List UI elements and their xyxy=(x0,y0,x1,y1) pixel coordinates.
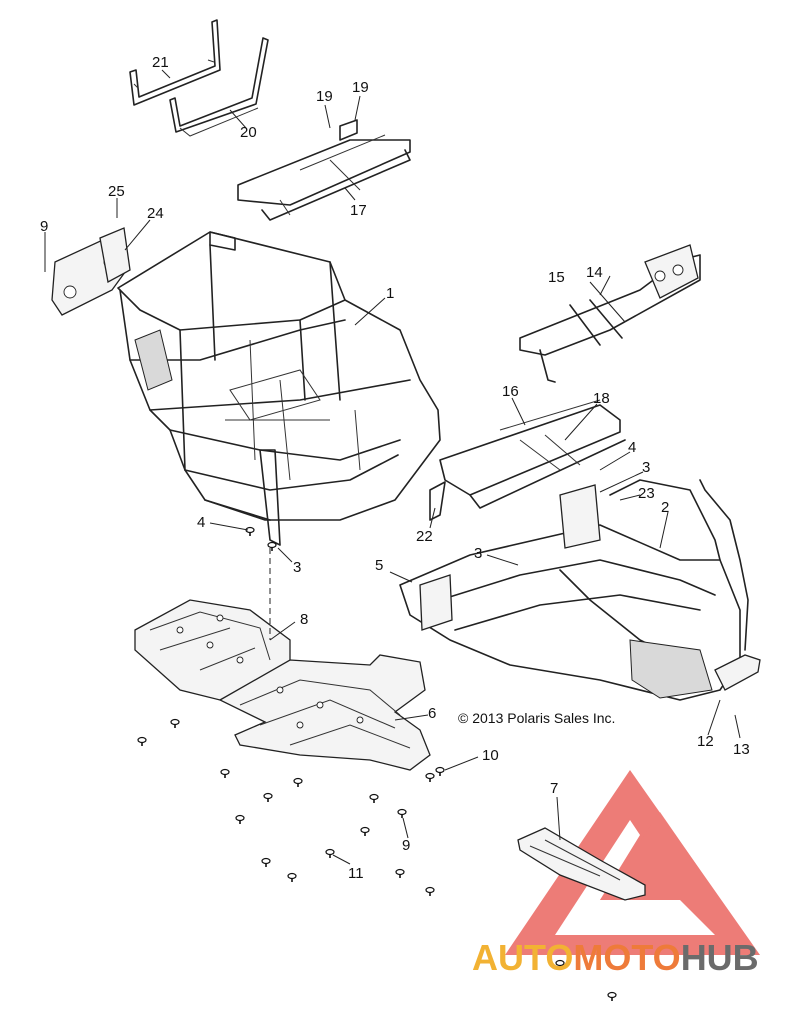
fastener-icon xyxy=(369,793,379,803)
fastener-icon xyxy=(395,868,405,878)
callout-19a: 17 xyxy=(350,202,367,219)
fastener-icon xyxy=(425,772,435,782)
part-7-skid xyxy=(517,827,646,901)
part-2-rear-subframe xyxy=(399,479,761,701)
callout-labels: 21 20 19 19 17 25 24 9 1 15 14 16 18 4 3… xyxy=(40,54,750,882)
callout-4a: 4 xyxy=(628,439,636,456)
callout-25: 25 xyxy=(108,183,125,200)
fastener-icon xyxy=(137,736,147,746)
callout-11: 11 xyxy=(348,865,364,882)
callout-3c: 3 xyxy=(474,545,482,562)
part-23-bracket xyxy=(129,19,221,106)
callout-12: 12 xyxy=(697,733,714,750)
callout-16: 16 xyxy=(502,383,519,400)
callout-15: 15 xyxy=(548,269,565,286)
fastener-icon xyxy=(245,526,255,536)
callout-8: 8 xyxy=(300,611,308,628)
callout-20: 19 xyxy=(352,79,369,96)
callout-19b: 18 xyxy=(593,390,610,407)
svg-text:AUTOMOTOHUB: AUTOMOTOHUB xyxy=(472,937,759,978)
fastener-icon xyxy=(607,991,617,1001)
callout-13: 13 xyxy=(733,741,750,758)
fastener-icon xyxy=(220,768,230,778)
part-22-bracket xyxy=(169,37,269,137)
fastener-icon xyxy=(325,848,335,858)
part-16-seat-frame xyxy=(429,399,626,521)
callout-3b: 3 xyxy=(293,559,301,576)
callout-23: 21 xyxy=(152,54,169,71)
callout-9a: 9 xyxy=(40,218,48,235)
callout-3a: 3 xyxy=(642,459,650,476)
callout-10: 10 xyxy=(482,747,499,764)
callout-14: 14 xyxy=(586,264,603,281)
fastener-icon xyxy=(425,886,435,896)
fastener-icon xyxy=(287,872,297,882)
watermark-auto: AUTO xyxy=(472,937,573,978)
fastener-icon xyxy=(261,857,271,867)
watermark-wordmark: AUTOMOTOHUB xyxy=(472,937,759,978)
copyright-text: © 2013 Polaris Sales Inc. xyxy=(458,710,615,726)
fastener-icon xyxy=(555,959,565,969)
callout-21: 19 xyxy=(316,88,333,105)
part-20-seat-frame xyxy=(237,119,411,221)
callout-24: 24 xyxy=(147,205,164,222)
fastener-icon xyxy=(435,766,445,776)
callout-9b: 9 xyxy=(402,837,410,854)
callout-22: 20 xyxy=(240,124,257,141)
callout-4b: 4 xyxy=(197,514,205,531)
callout-5: 5 xyxy=(375,557,383,574)
fastener-icon xyxy=(263,792,273,802)
callout-6: 6 xyxy=(428,705,436,722)
fastener-icon xyxy=(293,777,303,787)
watermark-hub: HUB xyxy=(681,937,759,978)
callout-17: 22 xyxy=(416,528,433,545)
part-14-rear-frame xyxy=(519,244,701,383)
fastener-icon xyxy=(360,826,370,836)
callout-1: 1 xyxy=(386,285,394,302)
fastener-icon xyxy=(267,541,277,551)
leader-lines xyxy=(44,69,741,865)
callout-2: 2 xyxy=(661,499,669,516)
callout-7: 7 xyxy=(550,780,558,797)
fastener-icon xyxy=(170,718,180,728)
fastener-icon xyxy=(397,808,407,818)
fastener-icon xyxy=(235,814,245,824)
part-6-skid-plate xyxy=(218,654,431,771)
part-24-side-plate xyxy=(51,227,131,316)
watermark-moto: MOTO xyxy=(573,937,680,978)
callout-18: 23 xyxy=(638,485,655,502)
part-1-main-frame xyxy=(117,231,441,546)
